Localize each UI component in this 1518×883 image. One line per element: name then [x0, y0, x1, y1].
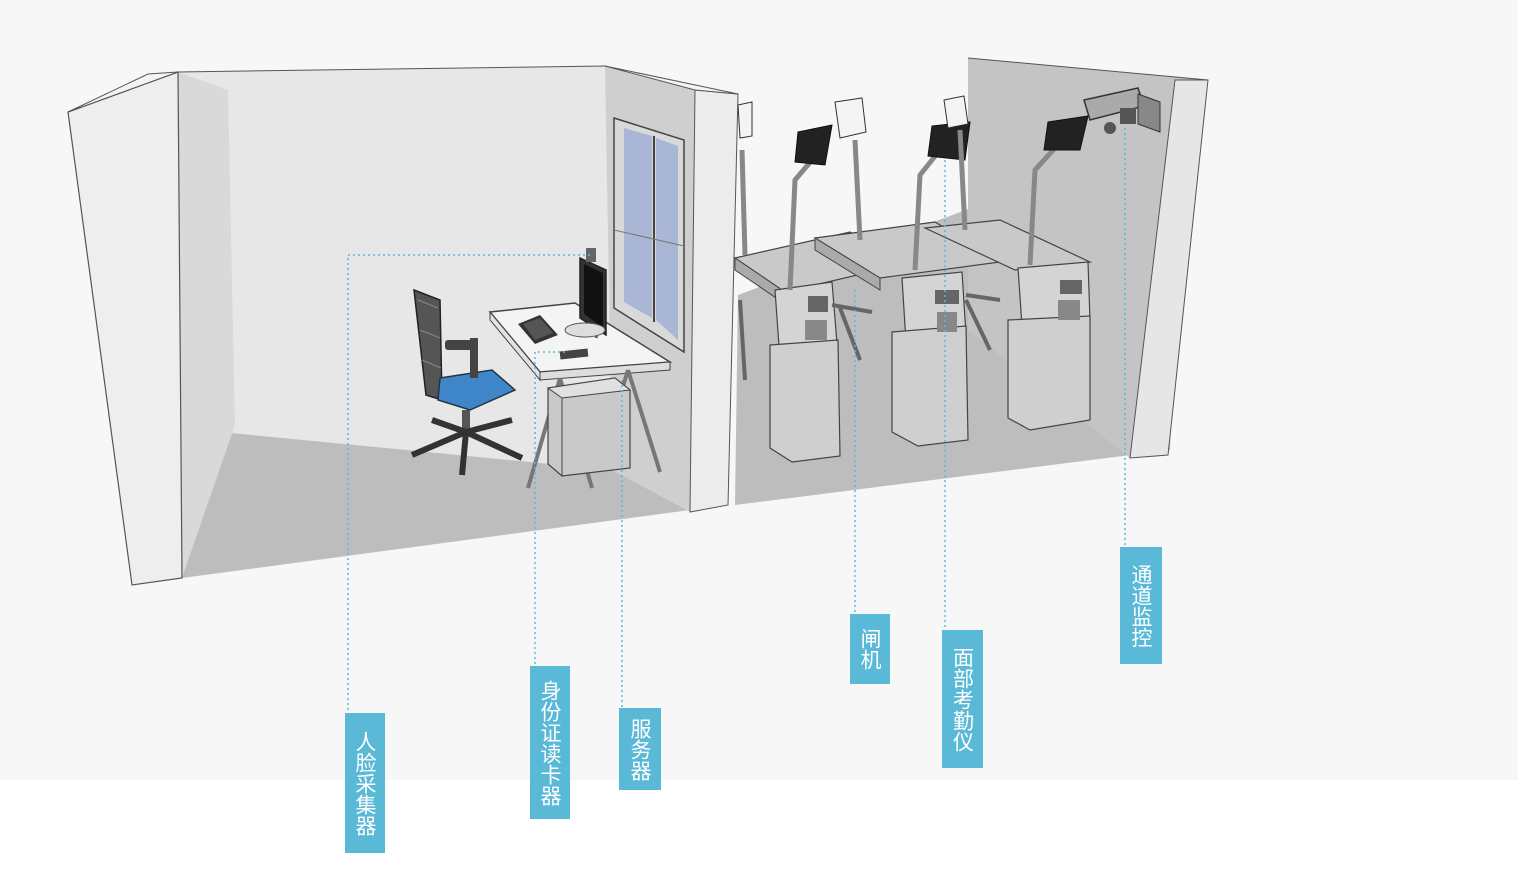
office-left-wall-top [67, 71, 179, 113]
office-left-wall-face [67, 71, 183, 586]
label-server: 服务器 [619, 708, 661, 790]
office-left-wall-inner [178, 72, 235, 578]
card-reader-device [518, 315, 589, 360]
label-face-attendance: 面部考勤仪 [942, 630, 983, 768]
label-id-card-reader: 身份证读卡器 [530, 666, 570, 819]
face-terminals [787, 115, 1089, 291]
leader-lines [347, 128, 1126, 715]
monitor [564, 248, 607, 339]
gate-corridor [733, 57, 1209, 505]
leader-face-collector [347, 254, 590, 715]
office-chair [410, 288, 524, 476]
corridor-end-wall [1129, 79, 1209, 459]
label-face-collector: 人脸采集器 [345, 713, 385, 853]
partition-wall-face [689, 89, 739, 513]
server-box [546, 377, 632, 477]
partition-wall-top [604, 65, 739, 95]
office-back-wall [178, 66, 612, 470]
gate-sign-plates [737, 95, 969, 256]
office-room [67, 65, 739, 586]
leader-id-card-reader [534, 351, 565, 668]
label-gate: 闸机 [850, 614, 890, 684]
window [613, 116, 685, 354]
surveillance-camera [1083, 87, 1161, 134]
gate-units [733, 219, 1093, 463]
label-channel-monitor: 通道监控 [1120, 547, 1162, 664]
